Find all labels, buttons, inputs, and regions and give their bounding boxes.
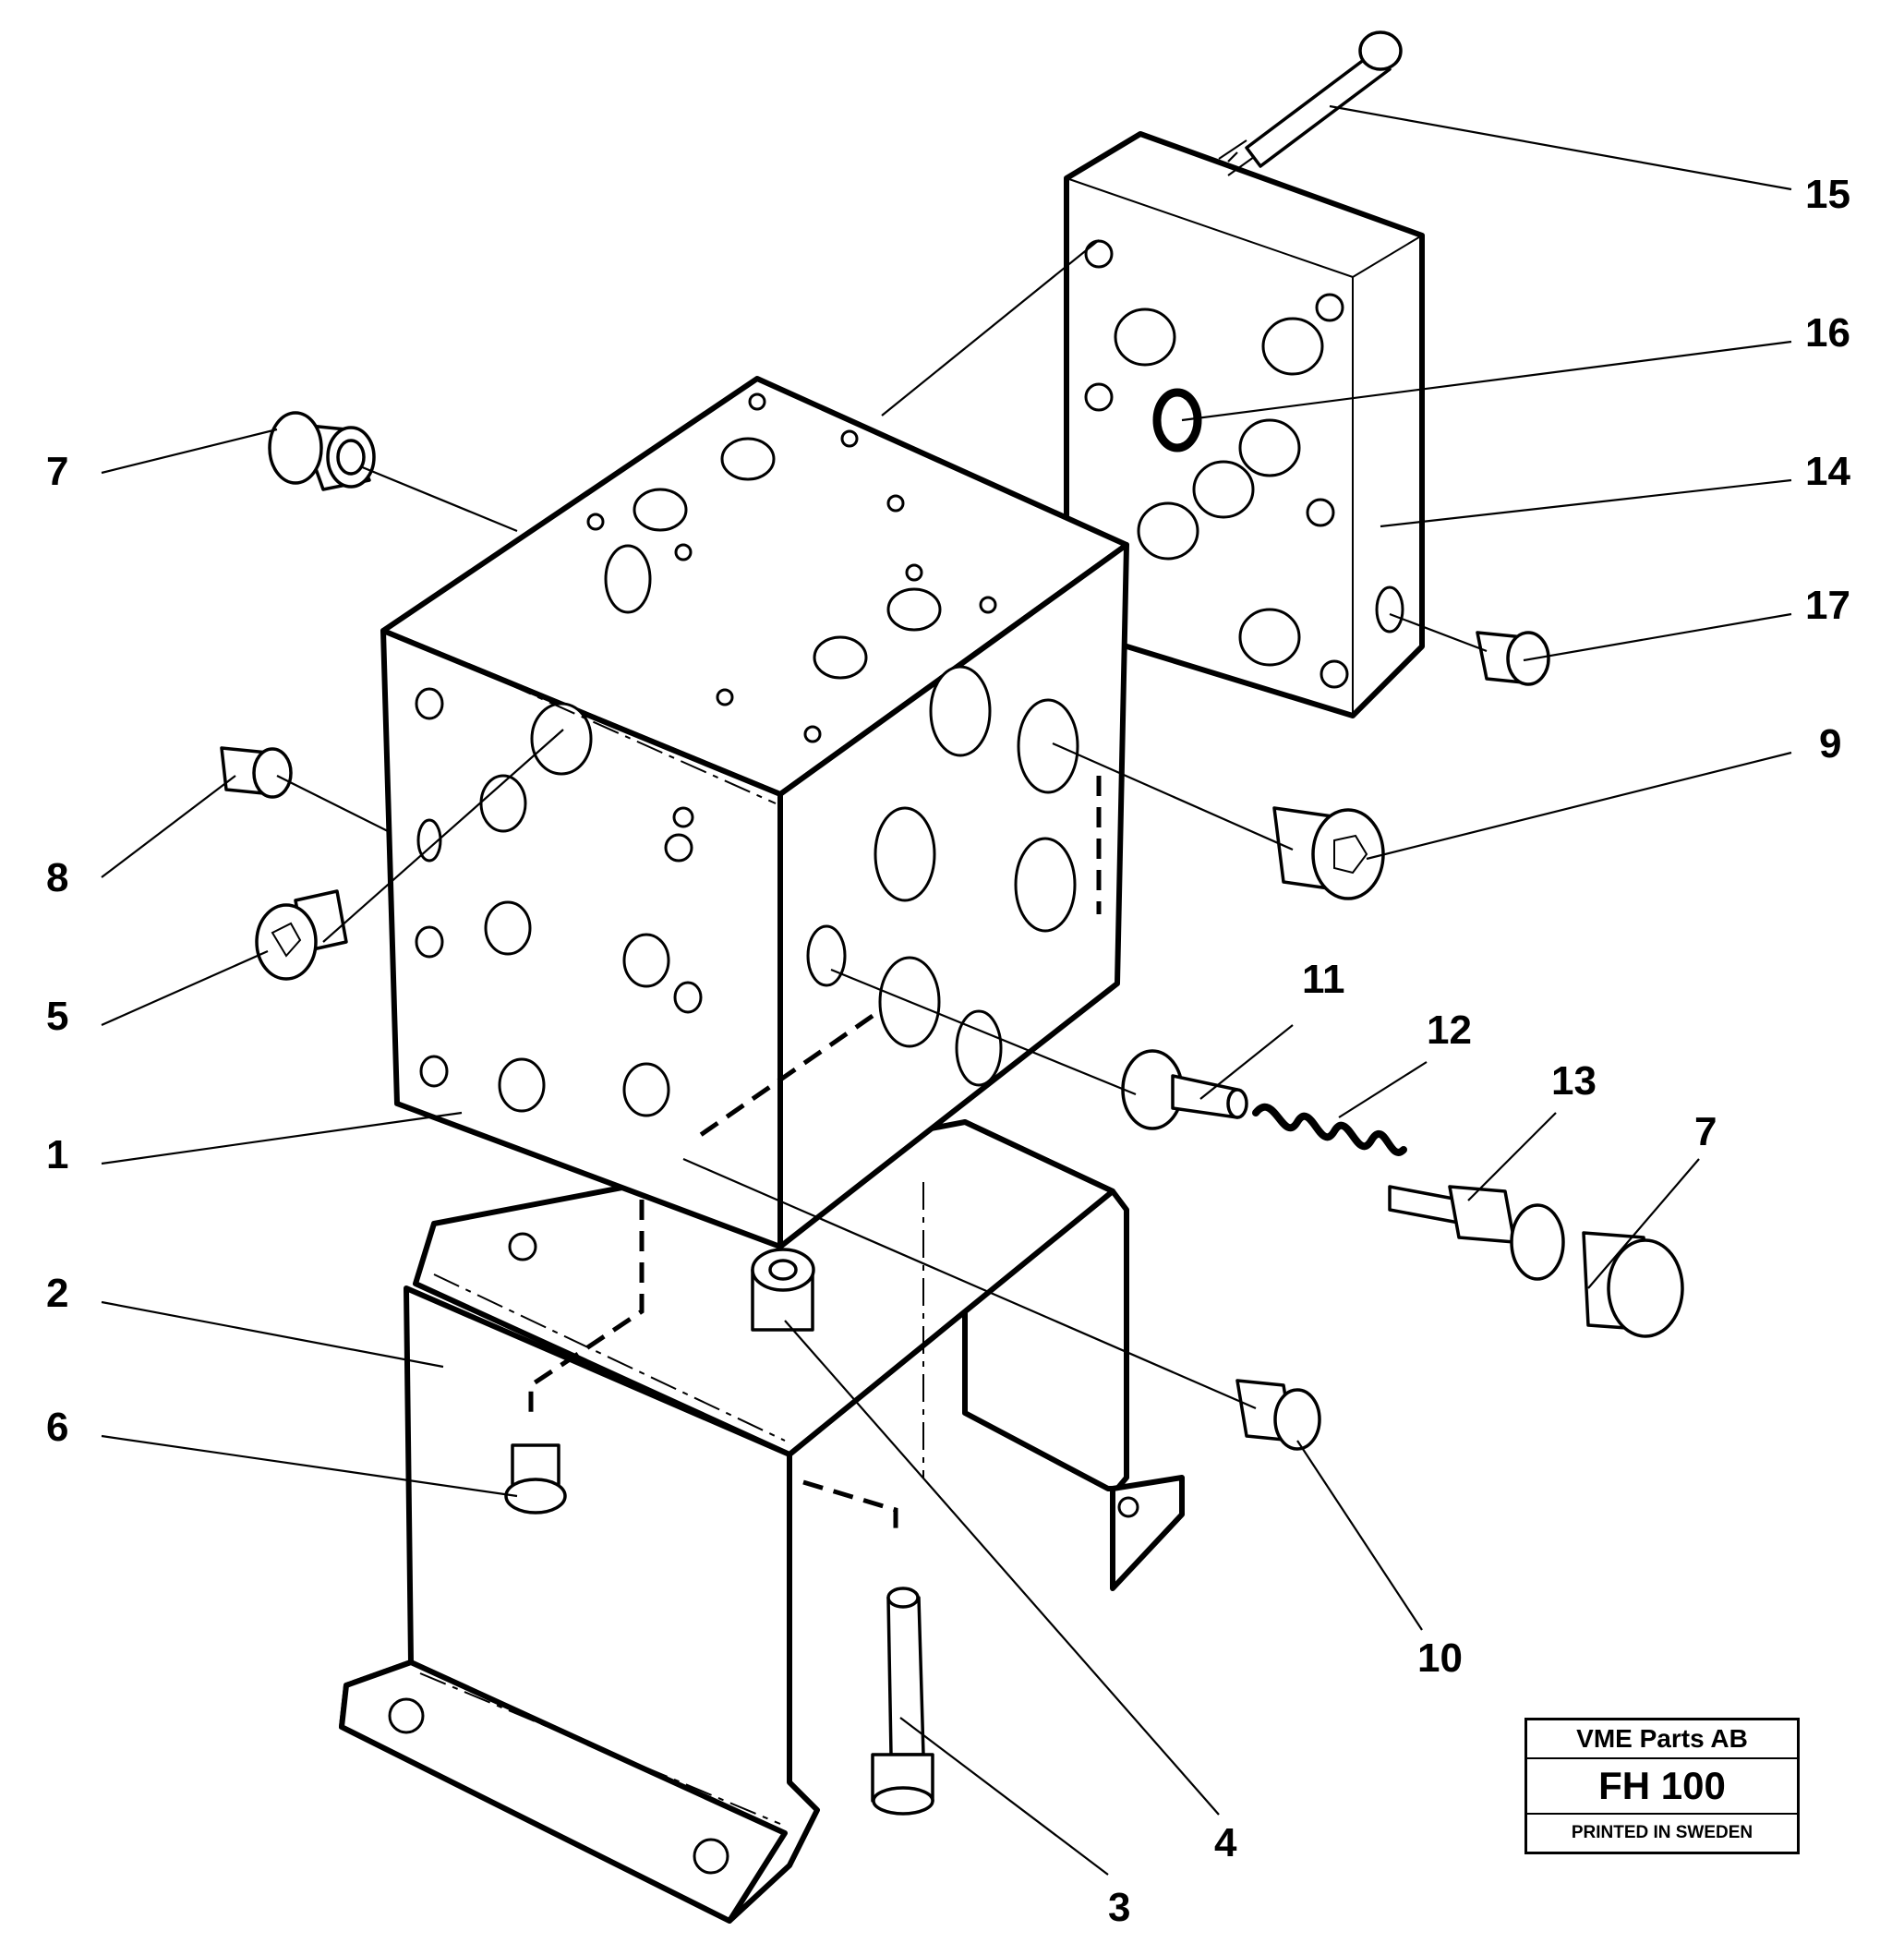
valve-seat-11 <box>1121 1049 1248 1130</box>
callout-1: 1 <box>46 1132 68 1177</box>
poppet-13 <box>1388 1185 1565 1281</box>
screw-3 <box>871 1587 934 1816</box>
callout-15: 15 <box>1805 172 1850 217</box>
callout-13: 13 <box>1551 1058 1597 1104</box>
callout-14: 14 <box>1805 449 1850 494</box>
plug-5 <box>255 889 348 981</box>
plug-17 <box>1476 631 1550 686</box>
callout-16: 16 <box>1805 310 1850 356</box>
stamp-printed: PRINTED IN SWEDEN <box>1571 1823 1753 1842</box>
plug-6 <box>504 1443 567 1515</box>
callout-6: 6 <box>46 1405 68 1450</box>
callout-11: 11 <box>1302 957 1345 1002</box>
callout-9: 9 <box>1819 721 1841 766</box>
plug-7-lower <box>1582 1231 1684 1338</box>
callout-10: 10 <box>1417 1635 1463 1681</box>
plug-10 <box>1235 1379 1321 1451</box>
callout-5: 5 <box>46 994 68 1039</box>
callout-7-upper: 7 <box>46 449 68 494</box>
plug-9 <box>1272 806 1385 900</box>
screw-15 <box>1218 30 1403 176</box>
callout-7-lower: 7 <box>1694 1109 1717 1154</box>
title-stamp: VME Parts AB FH 100 PRINTED IN SWEDEN <box>1524 1718 1800 1854</box>
callout-2: 2 <box>46 1271 68 1316</box>
stamp-company: VME Parts AB <box>1527 1720 1797 1759</box>
callout-17: 17 <box>1805 583 1850 628</box>
callout-8: 8 <box>46 855 68 900</box>
sleeve-4 <box>751 1248 815 1332</box>
callout-3: 3 <box>1108 1885 1130 1930</box>
callout-12: 12 <box>1427 1008 1472 1053</box>
cover-plate <box>1064 131 1425 718</box>
leader-lines <box>101 104 1792 1876</box>
plug-8 <box>220 746 293 799</box>
callout-numbers: 15 16 7 14 17 9 8 5 11 12 13 7 1 2 6 10 … <box>46 172 1850 1930</box>
plug-7-upper <box>268 411 376 491</box>
callout-4: 4 <box>1214 1820 1237 1865</box>
o-ring-16 <box>1152 388 1202 453</box>
stamp-code: FH 100 <box>1527 1759 1797 1815</box>
valve-block <box>380 376 1129 1302</box>
spring-12 <box>1252 1103 1407 1156</box>
